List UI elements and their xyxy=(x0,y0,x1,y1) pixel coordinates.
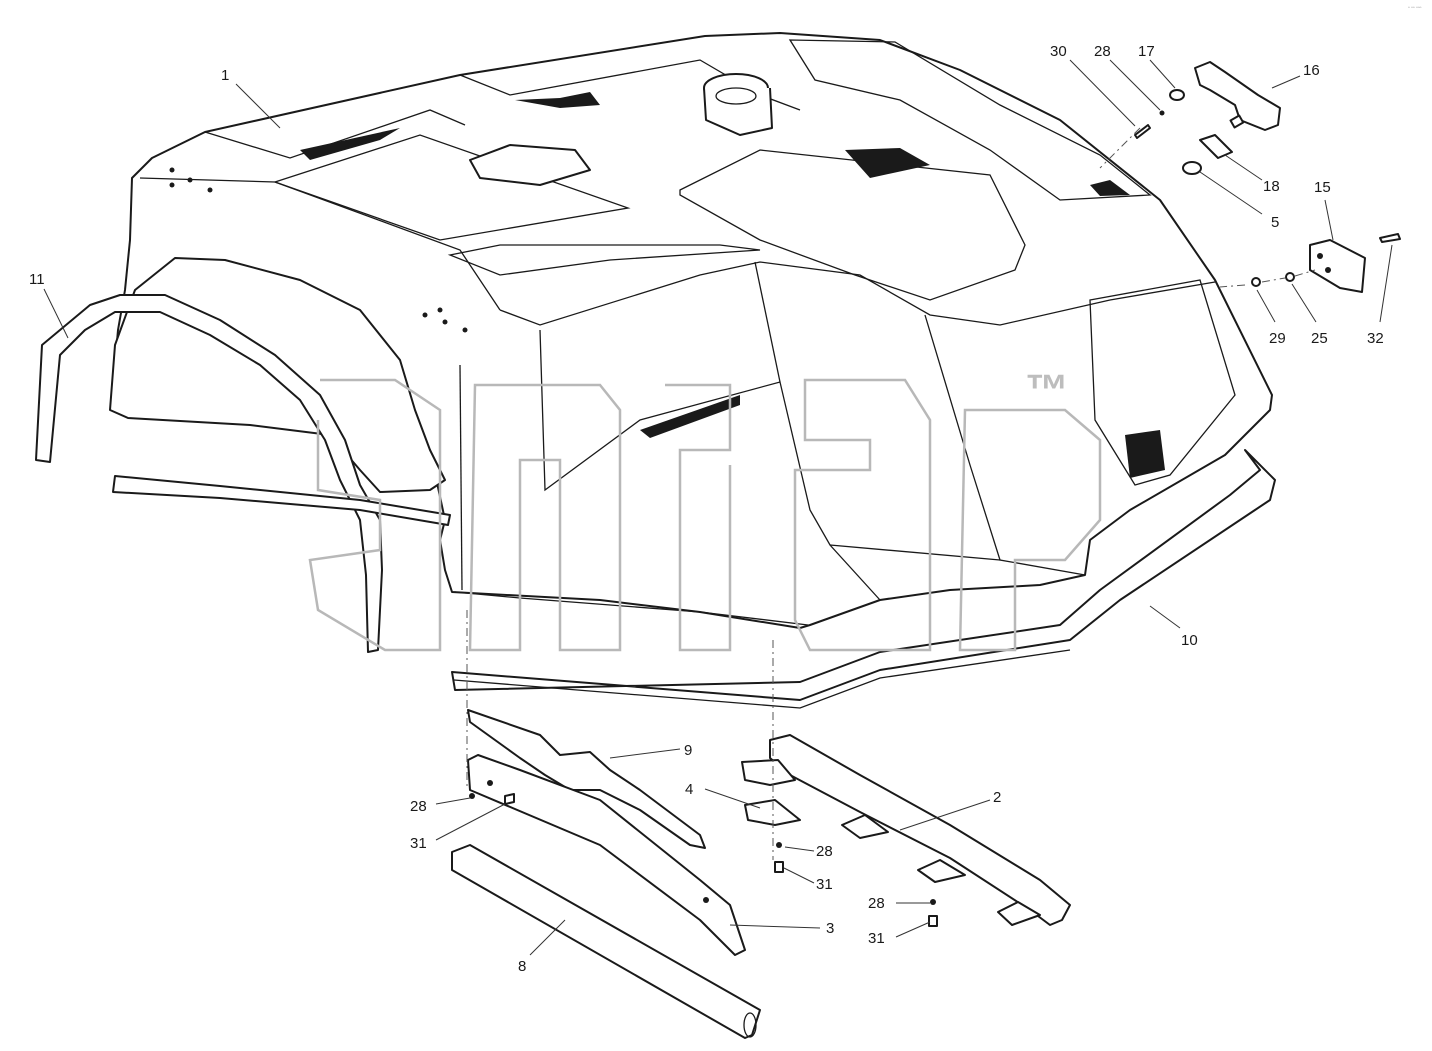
part-3-support xyxy=(467,754,746,956)
callout-32: 32 xyxy=(1367,330,1384,347)
part-29-nut xyxy=(1251,277,1261,287)
watermark-logo: ™ xyxy=(308,366,1102,652)
callout-25: 25 xyxy=(1311,330,1328,347)
callout-2: 2 xyxy=(993,789,1001,806)
part-25-washer xyxy=(1285,272,1295,282)
part-11-arch-seal xyxy=(35,294,383,653)
callout-31: 31 xyxy=(868,930,885,947)
callout-16: 16 xyxy=(1303,62,1320,79)
part-9-bracket xyxy=(467,709,706,849)
part-8-rail xyxy=(451,844,761,1039)
callout-3: 3 xyxy=(826,920,834,937)
trademark-sign: ™ xyxy=(1025,366,1069,415)
callout-5: 5 xyxy=(1271,214,1279,231)
part-16-handle xyxy=(1194,61,1281,131)
callout-1: 1 xyxy=(221,67,229,84)
hood-assembly xyxy=(109,32,1273,629)
callout-31: 31 xyxy=(816,876,833,893)
callout-9: 9 xyxy=(684,742,692,759)
part-17-washer xyxy=(1169,89,1185,101)
callout-17: 17 xyxy=(1138,43,1155,60)
callout-28: 28 xyxy=(868,895,885,912)
callout-15: 15 xyxy=(1314,179,1331,196)
callout-labels: 1 11 30 28 17 16 18 5 15 29 25 32 10 9 4… xyxy=(29,43,1384,975)
callout-28: 28 xyxy=(816,843,833,860)
callout-10: 10 xyxy=(1181,632,1198,649)
hardware-parts xyxy=(469,61,1401,927)
part-30-screw xyxy=(1134,124,1151,139)
callout-31: 31 xyxy=(410,835,427,852)
part-18-plate xyxy=(1199,134,1233,159)
rivet-dots xyxy=(169,167,468,333)
part-seal-strip xyxy=(112,475,451,526)
part-2-crossbar xyxy=(769,734,1071,926)
callout-28: 28 xyxy=(1094,43,1111,60)
corner-mark: ▫ ▫▫ ▫▫▫ xyxy=(1408,5,1422,11)
callout-4: 4 xyxy=(685,781,693,798)
callout-29: 29 xyxy=(1269,330,1286,347)
part-5-grommet xyxy=(1182,161,1202,175)
callout-18: 18 xyxy=(1263,178,1280,195)
part-15-hinge xyxy=(1309,239,1366,293)
callout-30: 30 xyxy=(1050,43,1067,60)
callout-8: 8 xyxy=(518,958,526,975)
callout-11: 11 xyxy=(29,271,45,288)
callout-28: 28 xyxy=(410,798,427,815)
part-32-bolt xyxy=(1379,233,1401,243)
leader-lines xyxy=(43,59,1393,956)
top-opening xyxy=(469,144,591,186)
